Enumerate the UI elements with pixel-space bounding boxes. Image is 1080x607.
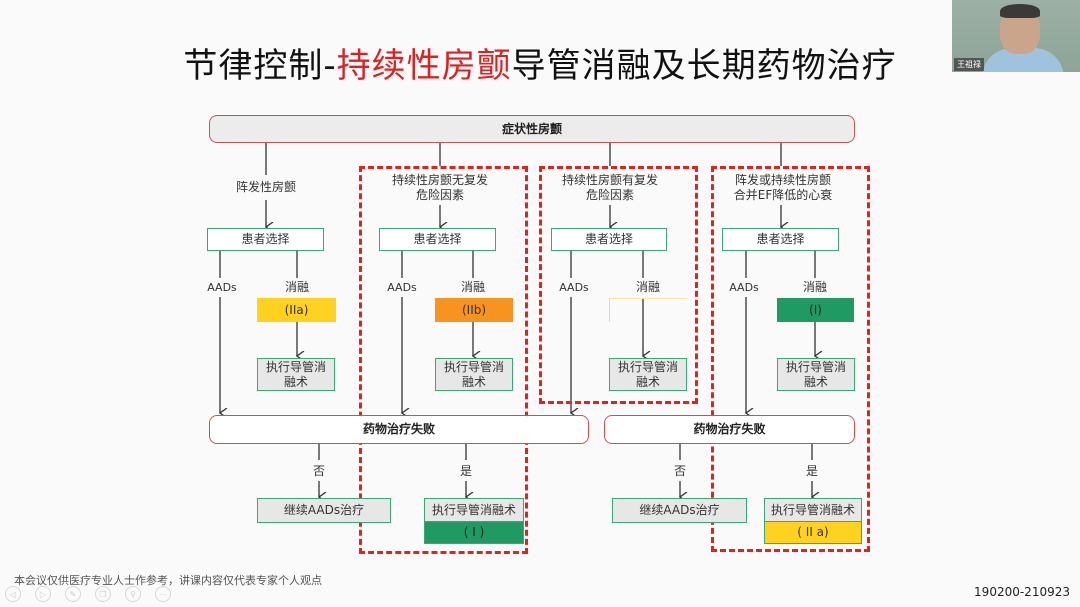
prev-icon[interactable]: ◁ (5, 586, 21, 602)
next-icon[interactable]: ▷ (35, 586, 51, 602)
pen-icon[interactable]: ✎ (65, 586, 81, 602)
ablation-label-2: 消融 (460, 280, 485, 294)
yes-procedure-left: 执行导管消融术 (424, 498, 524, 522)
patient-choice-4: 患者选择 (722, 228, 839, 251)
speaker-name: 王祖禄 (954, 58, 984, 71)
yes-grade-left: ( I ) (424, 521, 524, 544)
root-symptomatic-af: 症状性房颤 (209, 115, 855, 143)
grade-badge-iib: (IIb) (435, 298, 513, 322)
slide-title: 节律控制-持续性房颤导管消融及长期药物治疗 (0, 38, 1080, 87)
no-label-left: 否 (312, 464, 325, 478)
yes-grade-right: ( II a) (764, 521, 862, 544)
patient-choice-2: 患者选择 (379, 228, 496, 251)
condition-hfref: 阵发或持续性房颤合并EF降低的心衰 (733, 173, 833, 202)
procedure-ablation-2: 执行导管消融术 (435, 358, 513, 391)
disclaimer-text: 本会议仅供医疗专业人士作参考，讲课内容仅代表专家个人观点 (14, 574, 322, 587)
drug-failure-box-right: 药物治疗失败 (604, 415, 855, 444)
title-highlight: 持续性房颤 (336, 46, 512, 86)
ablation-label-1: 消融 (284, 280, 309, 294)
grade-badge-iia: (IIa) (257, 298, 336, 322)
yes-label-left: 是 (459, 464, 472, 478)
ablation-label-3: 消融 (635, 280, 660, 294)
aads-label-3: AADs (559, 281, 589, 294)
continue-aads-right: 继续AADs治疗 (612, 498, 747, 523)
title-prefix: 节律控制- (183, 46, 337, 86)
aads-label-2: AADs (387, 281, 417, 294)
highlight-frame-hfref (711, 166, 870, 552)
slide-code: 190200-210923 (974, 585, 1070, 599)
yes-procedure-right: 执行导管消融术 (764, 498, 862, 522)
condition-persistent-no-risk: 持续性房颤无复发危险因素 (391, 173, 488, 202)
patient-choice-3: 患者选择 (551, 228, 667, 251)
grade-badge-i: (I) (777, 298, 854, 322)
yes-label-right: 是 (805, 464, 818, 478)
root-label: 症状性房颤 (501, 121, 562, 136)
procedure-ablation-1: 执行导管消融术 (257, 358, 335, 391)
continue-aads-left: 继续AADs治疗 (257, 498, 391, 523)
procedure-ablation-4: 执行导管消融术 (777, 358, 855, 391)
condition-paroxysmal: 阵发性房颤 (235, 180, 296, 194)
grade-badge-empty (609, 298, 687, 322)
more-icon[interactable]: ⋯ (155, 586, 171, 602)
condition-persistent-risk: 持续性房颤有复发危险因素 (561, 173, 658, 202)
drug-failure-box-left: 药物治疗失败 (209, 415, 589, 444)
patient-choice-1: 患者选择 (207, 228, 324, 251)
zoom-icon[interactable]: ⚲ (125, 586, 141, 602)
title-suffix: 导管消融及长期药物治疗 (511, 46, 897, 86)
highlight-frame-persistent-no-risk (359, 166, 528, 554)
copy-icon[interactable]: ❐ (95, 586, 111, 602)
speaker-hair (1000, 4, 1040, 18)
no-label-right: 否 (673, 464, 686, 478)
ablation-label-4: 消融 (802, 280, 827, 294)
aads-label-1: AADs (207, 281, 237, 294)
procedure-ablation-3: 执行导管消融术 (609, 358, 687, 391)
speaker-webcam: 王祖禄 (952, 0, 1080, 72)
highlight-frame-persistent-risk (539, 166, 698, 404)
aads-label-4: AADs (729, 281, 759, 294)
